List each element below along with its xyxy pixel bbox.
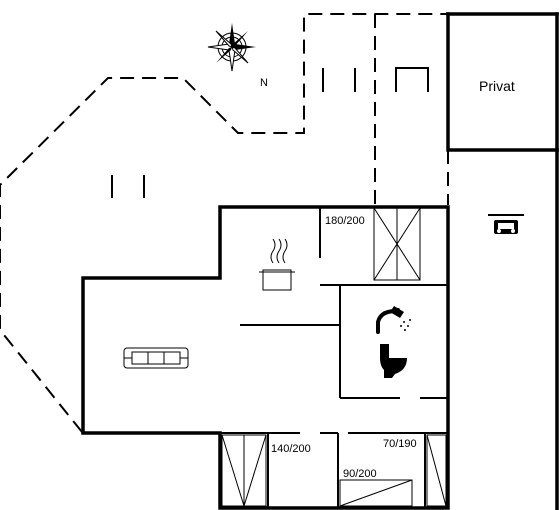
step-mark — [395, 67, 429, 92]
bed-label: 90/200 — [343, 468, 377, 480]
bed-label: 180/200 — [325, 215, 365, 227]
bed-label: 70/190 — [383, 438, 417, 450]
bed-70-190 — [426, 434, 447, 507]
bed-label: 140/200 — [271, 443, 311, 455]
terrace-outline — [0, 13, 450, 433]
bed-90-200 — [339, 479, 413, 507]
compass-north-label: N — [260, 77, 268, 89]
sofa-icon — [123, 347, 189, 369]
stove-pot-icon — [259, 238, 295, 291]
bed-140-200 — [221, 434, 267, 507]
privat-room-label: Privat — [479, 78, 515, 94]
toilet-icon — [380, 344, 407, 378]
shower-icon — [376, 306, 411, 334]
privat-room-walls — [446, 12, 559, 152]
compass-rose-icon — [207, 23, 256, 72]
car-icon — [488, 214, 524, 234]
bed-180-200 — [373, 207, 421, 281]
